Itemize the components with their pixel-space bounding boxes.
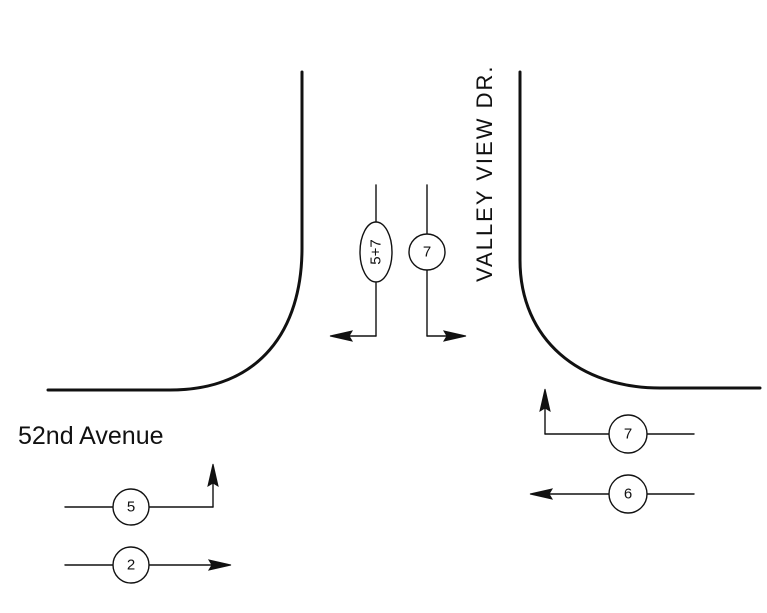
up-arrow-icon <box>539 388 551 413</box>
phase-label: 2 <box>127 557 135 574</box>
phase-circle <box>408 233 446 271</box>
southbound-right-movement: 7 <box>408 184 467 342</box>
main-street-label: 52nd Avenue <box>18 422 164 450</box>
eastbound-through-movement: 2 <box>64 546 232 584</box>
left-arrow-icon <box>329 330 354 342</box>
phase-label: 5 <box>127 499 135 516</box>
phase-circle <box>112 488 150 526</box>
up-arrow-icon <box>207 463 219 488</box>
phase-label: 6 <box>624 486 632 503</box>
left-arrow-icon <box>529 488 554 500</box>
southbound-left-movement: 5+7 <box>329 184 393 342</box>
phase-circle <box>112 546 150 584</box>
phase-label: 5+7 <box>368 239 385 264</box>
phase-label: 7 <box>423 244 431 261</box>
right-arrow-icon <box>207 559 232 571</box>
phase-oval <box>359 221 393 283</box>
side-street-label: VALLEY VIEW DR. <box>472 65 497 282</box>
phase-circle <box>608 414 648 454</box>
eastbound-left-movement: 5 <box>64 463 219 526</box>
phase-circle <box>608 474 648 514</box>
phase-label: 7 <box>624 426 632 443</box>
curb-northwest <box>46 70 304 392</box>
right-arrow-icon <box>442 330 467 342</box>
westbound-through-movement: 6 <box>529 474 695 514</box>
curb-northeast <box>518 70 762 390</box>
westbound-left-movement: 7 <box>539 388 695 454</box>
